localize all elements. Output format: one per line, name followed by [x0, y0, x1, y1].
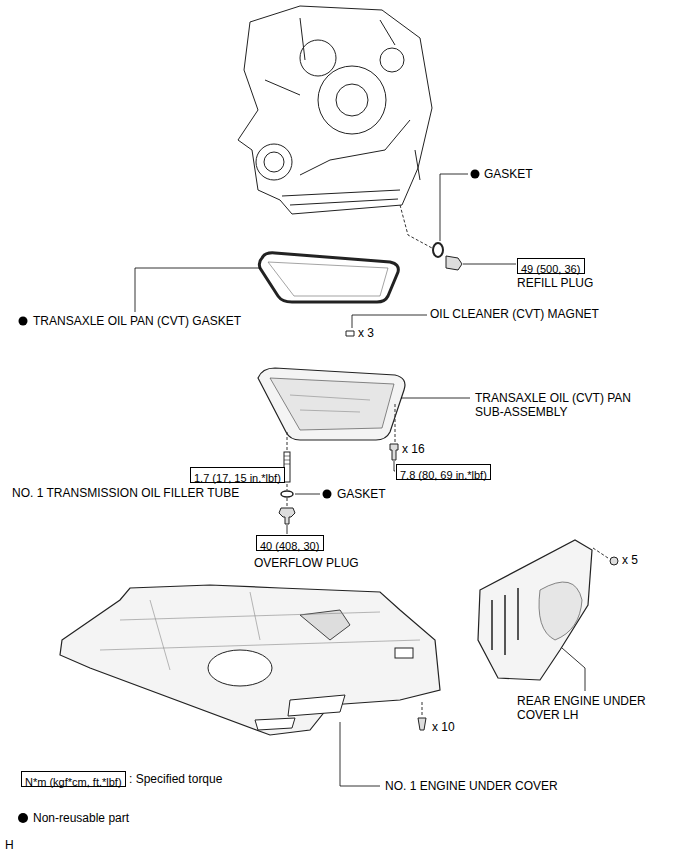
torque-box: 7.8 (80, 69 in.*lbf) — [396, 464, 491, 480]
legend-dot — [18, 813, 28, 823]
refill-plug-parts — [400, 170, 516, 271]
transaxle — [238, 6, 432, 214]
torque-value: 7.8 (80, 69 in.*lbf) — [400, 468, 487, 482]
part-name: H — [5, 838, 14, 852]
part-name: NO. 1 TRANSMISSION OIL FILLER TUBE — [12, 486, 239, 500]
torque-box: 1.7 (17, 15 in.*lbf) — [190, 467, 285, 483]
torque-value: N*m (kgf*cm, ft.*lbf) — [25, 775, 122, 789]
part-name: NO. 1 ENGINE UNDER COVER — [385, 779, 558, 793]
part-name: OVERFLOW PLUG — [254, 556, 359, 570]
engine-under-cover — [60, 585, 440, 786]
torque-box: 40 (408, 30) — [256, 535, 324, 551]
torque-box: 49 (500, 36) — [517, 258, 585, 274]
torque-value: 49 (500, 36) — [521, 262, 580, 276]
torque-value: 40 (408, 30) — [260, 539, 319, 553]
filler-tube-and-plug — [279, 432, 332, 534]
quantity: x 5 — [622, 553, 638, 567]
part-name: REAR ENGINE UNDER COVER LH — [517, 694, 667, 722]
quantity: x 3 — [358, 326, 374, 340]
part-name: TRANSAXLE OIL PAN (CVT) GASKET — [33, 314, 241, 328]
oil-pan — [258, 368, 470, 440]
quantity: x 10 — [432, 720, 455, 734]
part-name: REFILL PLUG — [517, 276, 593, 290]
part-name: OIL CLEANER (CVT) MAGNET — [430, 307, 599, 321]
torque-value: 1.7 (17, 15 in.*lbf) — [194, 471, 281, 485]
torque-box: N*m (kgf*cm, ft.*lbf) — [21, 771, 126, 787]
part-name: TRANSAXLE OIL (CVT) PAN SUB-ASSEMBLY — [475, 391, 660, 419]
part-name: GASKET — [337, 487, 386, 501]
legend-text: : Specified torque — [129, 772, 222, 786]
quantity: x 16 — [402, 442, 425, 456]
part-name: GASKET — [484, 167, 533, 181]
legend-text: Non-reusable part — [33, 811, 129, 825]
pan-bolt — [390, 404, 398, 471]
rear-engine-under-cover — [478, 540, 618, 691]
